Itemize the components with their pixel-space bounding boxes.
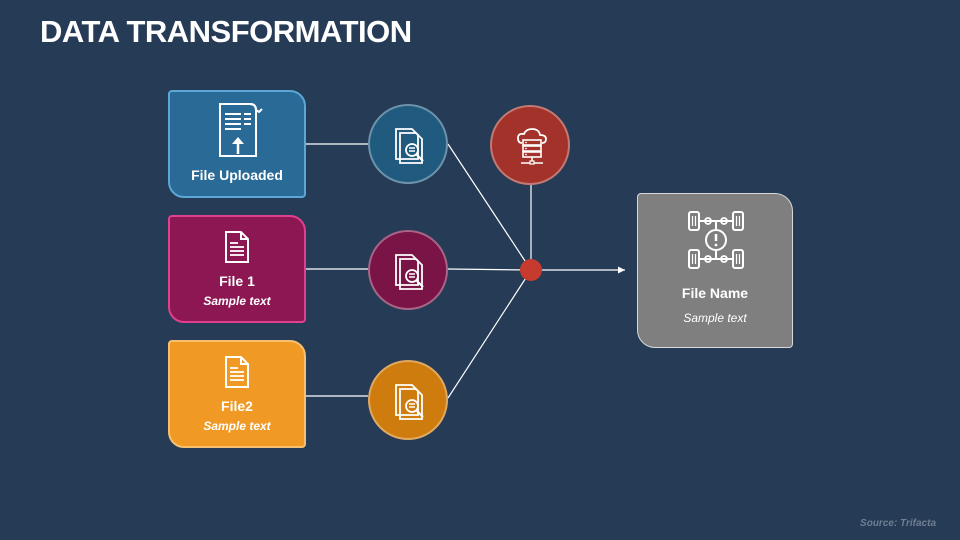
document-icon — [225, 231, 249, 263]
document-search-icon — [395, 128, 424, 164]
document-upload-icon — [219, 103, 263, 157]
input-card-file-2: File2 Sample text — [168, 340, 306, 448]
card-label: File2 — [221, 398, 253, 414]
document-search-icon — [395, 384, 424, 420]
connector-line — [447, 143, 532, 271]
document-icon — [225, 356, 249, 388]
document-search-icon — [395, 254, 424, 290]
cloud-server-icon — [517, 128, 547, 165]
output-label: File Name — [681, 285, 749, 301]
process-node-3 — [368, 360, 448, 440]
cloud-server-node — [490, 105, 570, 185]
card-label: File Uploaded — [191, 167, 283, 183]
connector-line — [447, 269, 532, 399]
output-card-file-name: File Name Sample text — [637, 193, 793, 348]
merge-point — [520, 259, 542, 281]
card-subtext: Sample text — [203, 294, 271, 308]
page-title: DATA TRANSFORMATION — [40, 14, 412, 49]
connector-line — [447, 268, 532, 271]
source-note: Source: Trifacta — [860, 518, 936, 529]
input-card-file-1: File 1 Sample text — [168, 215, 306, 323]
input-card-file-uploaded: File Uploaded — [168, 90, 306, 198]
chassis-alert-icon — [688, 211, 744, 269]
card-subtext: Sample text — [203, 419, 271, 433]
card-label: File 1 — [219, 273, 255, 289]
process-node-2 — [368, 230, 448, 310]
process-node-1 — [368, 104, 448, 184]
output-subtext: Sample text — [683, 311, 747, 325]
